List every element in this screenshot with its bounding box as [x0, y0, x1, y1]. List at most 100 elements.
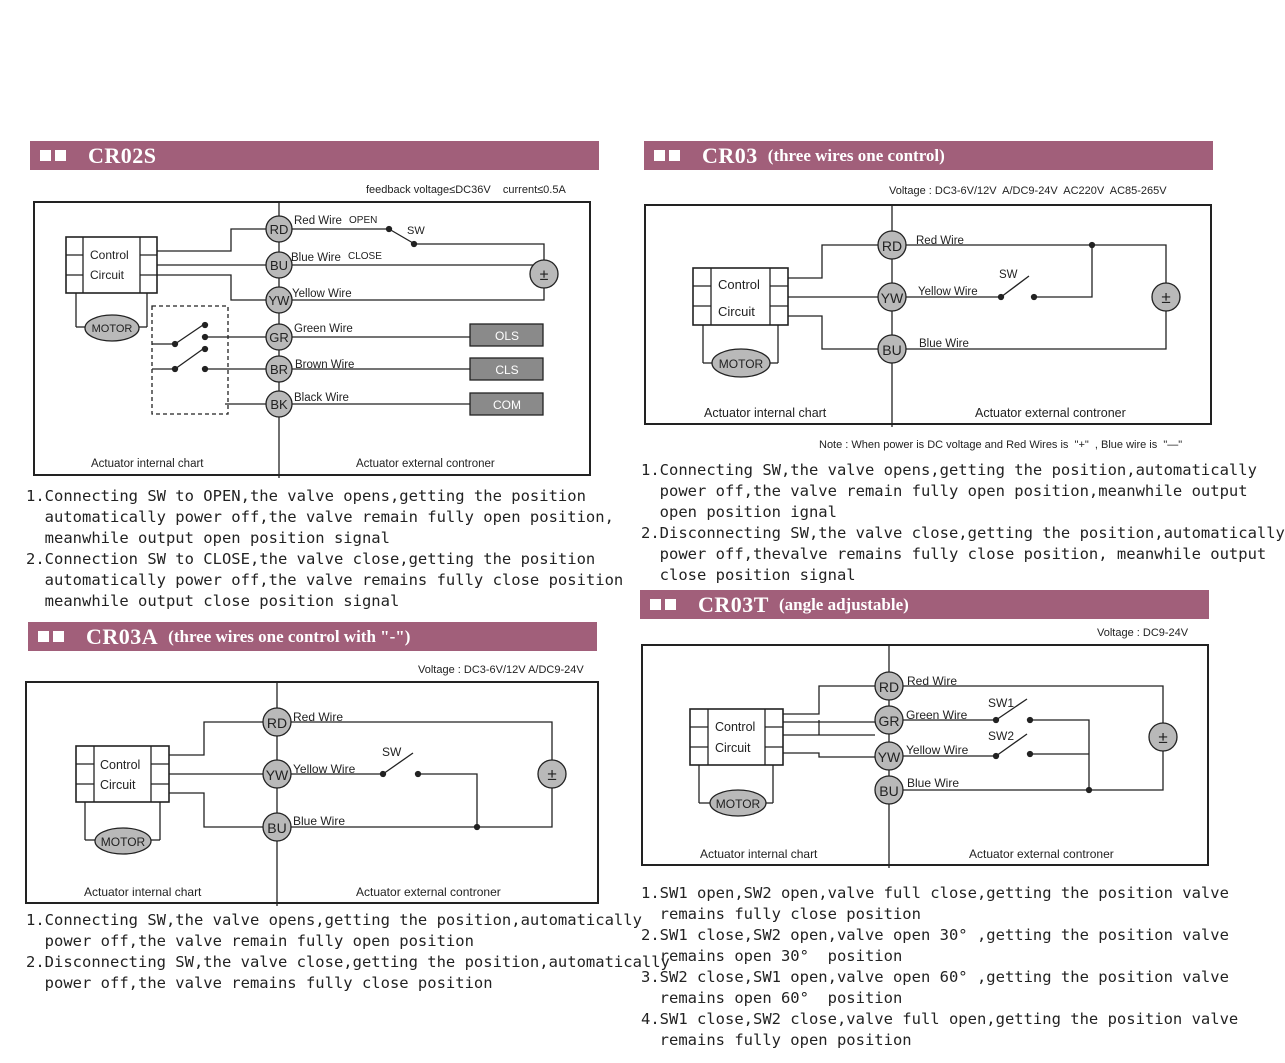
- cr03t-header: CR03T (angle adjustable): [640, 590, 1209, 619]
- cr03t-yellow-wire-label: Yellow Wire: [906, 743, 969, 757]
- cr03t-terminal-yw: YW: [874, 741, 904, 771]
- cr02s-terminal-br: BR: [265, 355, 293, 383]
- cr02s-spec: feedback voltage≤DC36V current≤0.5A: [366, 184, 566, 196]
- cr02s-motor-label: MOTOR: [92, 323, 133, 335]
- cr03-blue-wire-label: Blue Wire: [919, 338, 969, 350]
- svg-text:YW: YW: [878, 749, 901, 765]
- cr02s-control-label: Control: [90, 248, 129, 262]
- cr03a-note-line: power off,the valve remains fully close …: [26, 974, 493, 992]
- cr03-note-line: 2.Disconnecting SW,the valve close,getti…: [641, 524, 1285, 542]
- cr03a-spec: Voltage : DC3-6V/12V A/DC9-24V: [418, 664, 584, 676]
- cr03t-diagram: Control Circuit MOTOR RD GR YW BU ± Red: [641, 644, 1209, 868]
- cr02s-note-line: meanwhile output close position signal: [26, 592, 400, 610]
- cr03t-note-line: remains fully open position: [641, 1031, 912, 1049]
- cr02s-circuit-label: Circuit: [90, 268, 125, 282]
- cr02s-external-caption: Actuator external controner: [356, 458, 495, 470]
- cr03a-internal-caption: Actuator internal chart: [84, 885, 202, 899]
- cr03a-terminal-rd: RD: [262, 707, 292, 737]
- cr03t-spec: Voltage : DC9-24V: [1097, 627, 1189, 639]
- cr03a-note-line: 2.Disconnecting SW,the valve close,getti…: [26, 953, 670, 971]
- cr02s-com-box: [469, 392, 544, 416]
- cr02s-sw-label: SW: [407, 225, 425, 237]
- svg-text:RD: RD: [879, 679, 899, 695]
- svg-text:BU: BU: [879, 783, 898, 799]
- cr02s-com-label: COM: [493, 398, 521, 412]
- cr03-note-line: power off,the valve remain fully open po…: [641, 482, 1248, 500]
- cr02s-diagram: Control Circuit MOTOR RD BU YW GR BR: [33, 201, 591, 478]
- cr02s-note-line: meanwhile output open position signal: [26, 529, 390, 547]
- cr02s-black-wire-label: Black Wire: [294, 392, 349, 404]
- cr02s-close-label: CLOSE: [348, 251, 382, 262]
- cr03-terminal-yw: YW: [877, 282, 907, 312]
- cr02s-terminal-rd: RD: [265, 215, 293, 243]
- cr03a-yellow-wire-label: Yellow Wire: [293, 762, 356, 776]
- cr03t-green-wire-label: Green Wire: [906, 708, 968, 722]
- cr03t-note-line: 1.SW1 open,SW2 open,valve full close,get…: [641, 884, 1229, 902]
- cr03-red-wire-label: Red Wire: [916, 235, 964, 247]
- svg-text:RD: RD: [270, 222, 289, 237]
- cr03a-header: CR03A (three wires one control with "-"): [28, 622, 597, 651]
- cr03a-sw-label: SW: [382, 745, 402, 759]
- cr02s-blue-wire-label: Blue Wire: [291, 252, 341, 264]
- cr03-note-line: open position ignal: [641, 503, 837, 521]
- cr02s-brown-wire-label: Brown Wire: [295, 359, 354, 371]
- cr02s-note-line: 2.Connection SW to CLOSE,the valve close…: [26, 550, 596, 568]
- cr03a-terminal-yw: YW: [262, 759, 292, 789]
- cr03t-plusminus: ±: [1158, 728, 1167, 747]
- svg-text:YW: YW: [269, 293, 291, 308]
- cr03a-subtitle: (three wires one control with "-"): [168, 626, 411, 646]
- cr02s-cls-label: CLS: [495, 363, 518, 377]
- cr03-external-caption: Actuator external controner: [975, 406, 1126, 420]
- cr02s-yellow-wire-label: Yellow Wire: [292, 288, 352, 300]
- cr03a-motor-label: MOTOR: [101, 835, 146, 849]
- cr03t-blue-wire-label: Blue Wire: [907, 776, 959, 790]
- cr03a-note-line: power off,the valve remain fully open po…: [26, 932, 474, 950]
- cr03a-motor: [94, 827, 152, 855]
- cr03t-sw2-label: SW2: [988, 729, 1014, 743]
- cr03t-notes: 1.SW1 open,SW2 open,valve full close,get…: [641, 883, 1238, 1051]
- cr03t-terminal-gr: GR: [874, 705, 904, 735]
- svg-text:BR: BR: [270, 362, 288, 377]
- cr02s-ols-label: OLS: [495, 329, 519, 343]
- cr03t-motor: [709, 789, 767, 817]
- cr03-control-label: Control: [718, 277, 760, 292]
- cr03-circuit-label: Circuit: [718, 304, 755, 319]
- cr03-header: CR03 (three wires one control): [644, 141, 1213, 170]
- cr03-sw-label: SW: [999, 269, 1018, 281]
- cr03t-external-caption: Actuator external controner: [969, 847, 1114, 861]
- cr03a-circuit-label: Circuit: [100, 778, 136, 792]
- cr03t-motor-label: MOTOR: [716, 797, 761, 811]
- cr03-internal-caption: Actuator internal chart: [704, 406, 827, 420]
- cr03a-external-caption: Actuator external controner: [356, 885, 501, 899]
- cr02s-header: CR02S: [30, 141, 599, 170]
- cr03-motor-label: MOTOR: [719, 357, 764, 371]
- cr02s-note-line: automatically power off,the valve remain…: [26, 508, 614, 526]
- cr02s-terminal-yw: YW: [265, 286, 293, 314]
- svg-text:YW: YW: [266, 767, 289, 783]
- cr03a-terminal-bu: BU: [262, 812, 292, 842]
- svg-text:GR: GR: [879, 713, 900, 729]
- cr02s-internal-caption: Actuator internal chart: [91, 458, 204, 470]
- cr03-subtitle: (three wires one control): [767, 145, 945, 165]
- cr03t-model: CR03T: [698, 591, 769, 617]
- cr03t-terminal-bu: BU: [874, 775, 904, 805]
- cr02s-motor: [84, 314, 140, 342]
- cr03t-terminal-rd: RD: [874, 671, 904, 701]
- cr03t-note-line: remains open 60° position: [641, 989, 903, 1007]
- cr03-motor: [711, 348, 771, 378]
- svg-text:BK: BK: [270, 397, 288, 412]
- cr03t-note-line: remains open 30° position: [641, 947, 903, 965]
- svg-text:BU: BU: [882, 342, 901, 358]
- cr03a-plusminus: ±: [547, 765, 556, 784]
- cr02s-cls-box: [469, 357, 544, 381]
- cr02s-terminal-bk: BK: [265, 390, 293, 418]
- svg-text:BU: BU: [267, 820, 286, 836]
- cr03t-note-line: 4.SW1 close,SW2 close,valve full open,ge…: [641, 1010, 1239, 1028]
- cr03-yellow-wire-label: Yellow Wire: [918, 286, 978, 298]
- cr03a-diagram: Control Circuit MOTOR RD YW BU ± Red Wir…: [25, 681, 599, 906]
- cr02s-plusminus: ±: [540, 267, 549, 284]
- cr03a-notes: 1.Connecting SW,the valve opens,getting …: [26, 910, 670, 994]
- cr03a-control-label: Control: [100, 758, 140, 772]
- cr03t-internal-caption: Actuator internal chart: [700, 847, 818, 861]
- svg-text:GR: GR: [269, 330, 289, 345]
